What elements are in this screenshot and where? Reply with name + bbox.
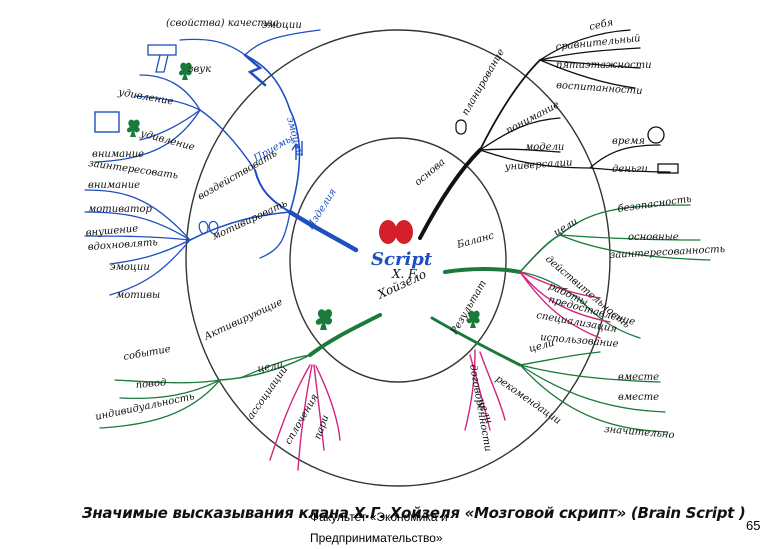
black-right-word: время	[612, 136, 645, 147]
blue-top-word: эмоции	[262, 20, 302, 31]
black-leaf: пятиэтажности	[556, 60, 652, 71]
black-sub-label: планирование	[460, 47, 507, 117]
green-right-lower: вместе	[618, 372, 659, 383]
green-right-lower: цели	[528, 338, 556, 355]
green-right-branch	[430, 204, 711, 433]
green-left-word: событие	[123, 344, 172, 363]
green-left-word: повод	[135, 377, 166, 391]
outer-circle	[185, 29, 611, 487]
blue-left-low: мотивы	[116, 290, 160, 301]
green-right-main: Баланс	[455, 230, 496, 251]
blue-left-mid: мотиватор	[88, 204, 153, 215]
blue-left-mid: заинтересовать	[88, 158, 179, 181]
center-script: Script	[371, 249, 433, 270]
monitor-icon	[94, 111, 120, 133]
black-main-label: основа	[413, 157, 448, 189]
blue-left-upper: удивление	[138, 128, 196, 153]
magenta-left-branch	[269, 364, 341, 471]
blue-left-mid: внушение	[85, 223, 138, 239]
club-icon	[466, 310, 480, 328]
footer-line-1: Факультет «Экономика и	[310, 510, 448, 524]
black-word: понимание	[504, 99, 561, 136]
brain-icon	[379, 220, 413, 244]
caption: Значимые высказывания клана Х.Г. Хойзеля…	[82, 504, 746, 522]
green-right-word: безопасность	[617, 194, 692, 215]
blue-left-upper: звук	[188, 64, 211, 75]
black-leaf: себя	[588, 17, 614, 33]
blue-black-labels: (свойства) качества эмоции звук удивлени…	[85, 18, 301, 301]
magenta-right-branch	[464, 271, 611, 431]
club-icon	[126, 119, 140, 137]
center-initials: X. F.	[391, 267, 418, 281]
blue-left-low: эмоции	[110, 262, 150, 273]
black-word: модели	[525, 142, 564, 153]
blue-left-upper: удивление	[116, 87, 174, 108]
clock-icon	[647, 126, 665, 144]
green-right-lower: значительно	[604, 424, 675, 441]
black-right-word: деньги	[612, 164, 648, 175]
black-leaf: сравнительный	[555, 33, 641, 53]
club-icon	[315, 309, 333, 330]
page-number: 65	[746, 518, 761, 533]
magenta-right-lower: рекомендации	[493, 373, 563, 426]
arrows-icon	[291, 141, 303, 160]
black-branch	[418, 29, 671, 240]
blue-left-mid: вдохновлять	[87, 237, 158, 253]
blue-left-mid: внимание	[88, 180, 140, 191]
blue-top-word: (свойства) качества	[166, 18, 279, 29]
green-left-labels: Активирующие событие повод индивидуально…	[94, 297, 331, 447]
blue-branch	[84, 29, 359, 296]
blue-left-mid: мотивировать	[211, 198, 290, 242]
gun-icon	[147, 44, 177, 73]
green-right-lower: вместе	[618, 392, 659, 403]
blue-main-label: Изделия	[305, 187, 339, 233]
black-labels: основа планирование себя сравнительный п…	[413, 17, 652, 188]
blue-left-upper: внимание	[92, 149, 144, 160]
green-right-lower: Результат	[449, 278, 489, 337]
money-icon	[657, 163, 679, 174]
green-left-word: индивидуальность	[94, 391, 195, 423]
green-left-main: Активирующие	[202, 297, 285, 343]
ear-icon	[198, 220, 219, 235]
green-left-word: цели	[257, 360, 284, 375]
black-branch-icon	[455, 119, 467, 135]
footer-line-2: Предпринимательство»	[310, 531, 443, 545]
inner-circle	[289, 137, 507, 383]
green-left-branch	[99, 313, 382, 429]
black-word: универсалии	[503, 157, 572, 173]
black-leaf: воспитанности	[556, 80, 643, 97]
green-right-word: заинтересованность	[610, 244, 726, 261]
green-right-word: основные	[628, 232, 679, 243]
club-icon	[178, 62, 192, 80]
footer: Факультет «Экономика и Предпринимательст…	[310, 507, 448, 549]
magenta-left-word: пари	[312, 414, 331, 441]
